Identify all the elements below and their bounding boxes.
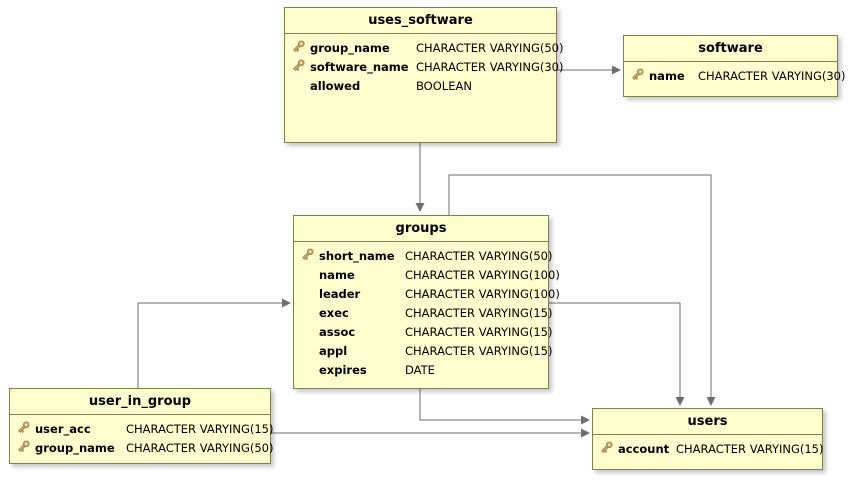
attribute-row: group_name CHARACTER VARYING(50)	[291, 38, 564, 57]
edge-arrowhead-groups-to-users-inner	[675, 397, 685, 406]
entity-software[interactable]: software name CHARACTER VARYING(30)	[623, 35, 846, 97]
attribute-row: name CHARACTER VARYING(30)	[630, 66, 846, 85]
edge-groups-to-users-inner	[549, 302, 681, 399]
attribute-type: CHARACTER VARYING(15)	[405, 305, 553, 320]
attribute-name: assoc	[319, 324, 356, 339]
entity-bottom-padding	[291, 95, 550, 127]
attribute-type: DATE	[405, 362, 435, 377]
attribute-row: exec CHARACTER VARYING(15)	[300, 303, 553, 322]
edge-arrowhead-groups-to-users-outer	[706, 397, 716, 406]
entity-title-users: users	[687, 414, 728, 429]
edge-user_in_group-to-groups	[137, 302, 287, 388]
attribute-key-spacer	[300, 304, 317, 321]
entity-bottom-padding	[300, 379, 542, 387]
entity-title-software: software	[698, 41, 763, 56]
attribute-key-spacer	[300, 361, 317, 378]
attribute-name: group_name	[35, 440, 115, 455]
attribute-type: CHARACTER VARYING(100)	[405, 267, 560, 282]
primary-key-icon	[16, 420, 33, 437]
attribute-row: name CHARACTER VARYING(100)	[300, 265, 560, 284]
primary-key-icon	[300, 247, 317, 264]
attribute-row: software_name CHARACTER VARYING(30)	[291, 57, 564, 76]
attribute-type: CHARACTER VARYING(50)	[405, 248, 553, 263]
attribute-row: short_name CHARACTER VARYING(50)	[300, 246, 553, 265]
attribute-row: leader CHARACTER VARYING(100)	[300, 284, 560, 303]
attribute-key-spacer	[300, 266, 317, 283]
entity-attribute-list: name CHARACTER VARYING(30)	[624, 62, 846, 91]
edge-groups-to-users-lower	[419, 389, 585, 421]
attribute-key-spacer	[300, 323, 317, 340]
attribute-name: allowed	[310, 78, 361, 93]
primary-key-icon	[16, 439, 33, 456]
attribute-name: expires	[319, 362, 367, 377]
attribute-row: group_name CHARACTER VARYING(50)	[16, 438, 274, 457]
attribute-name: account	[618, 441, 670, 456]
entity-header-divider	[10, 414, 270, 415]
attribute-key-spacer	[300, 285, 317, 302]
primary-key-icon	[291, 39, 308, 56]
entity-header-divider	[593, 434, 822, 435]
attribute-row: account CHARACTER VARYING(15)	[599, 439, 824, 458]
attribute-name: user_acc	[35, 421, 91, 436]
attribute-name: name	[649, 68, 685, 83]
attribute-name: name	[319, 267, 355, 282]
attribute-type: CHARACTER VARYING(50)	[126, 440, 274, 455]
attribute-name: exec	[319, 305, 349, 320]
entity-attribute-list: group_name CHARACTER VARYING(50) software_…	[285, 34, 564, 133]
attribute-type: BOOLEAN	[416, 78, 472, 93]
attribute-row: user_acc CHARACTER VARYING(15)	[16, 419, 274, 438]
attribute-type: CHARACTER VARYING(30)	[416, 59, 564, 74]
entity-user_in_group[interactable]: user_in_group user_acc CHARACTER VARYING(1…	[9, 388, 274, 464]
edge-arrowhead-user_in_group-to-groups	[282, 298, 291, 308]
attribute-key-spacer	[300, 342, 317, 359]
entity-title-groups: groups	[395, 221, 447, 236]
attribute-type: CHARACTER VARYING(30)	[698, 68, 846, 83]
entity-attribute-list: user_acc CHARACTER VARYING(15) group_name C…	[10, 415, 274, 463]
primary-key-icon	[291, 58, 308, 75]
entity-title-uses_software: uses_software	[368, 13, 473, 28]
attribute-key-spacer	[291, 77, 308, 94]
entity-attribute-list: account CHARACTER VARYING(15)	[593, 435, 824, 464]
edge-arrowhead-uses_software-to-groups	[415, 203, 425, 212]
entity-header-divider	[285, 33, 556, 34]
edge-arrowhead-uses_software-to-software	[612, 65, 621, 75]
entity-header-divider	[624, 61, 837, 62]
entity-header-divider	[294, 241, 548, 242]
attribute-type: CHARACTER VARYING(15)	[676, 441, 824, 456]
edge-arrowhead-user_in_group-to-users	[581, 428, 590, 438]
entity-users[interactable]: users account CHARACTER VARYING(15)	[592, 408, 824, 470]
attribute-type: CHARACTER VARYING(50)	[416, 40, 564, 55]
attribute-type: CHARACTER VARYING(15)	[405, 343, 553, 358]
attribute-type: CHARACTER VARYING(15)	[405, 324, 553, 339]
primary-key-icon	[599, 440, 616, 457]
attribute-name: short_name	[319, 248, 395, 263]
edge-arrowhead-groups-to-users-lower	[581, 415, 590, 425]
entity-title-user_in_group: user_in_group	[88, 394, 192, 409]
attribute-name: group_name	[310, 40, 390, 55]
attribute-row: allowed BOOLEAN	[291, 76, 550, 95]
attribute-name: appl	[319, 343, 348, 358]
attribute-type: CHARACTER VARYING(15)	[126, 421, 274, 436]
primary-key-icon	[630, 67, 647, 84]
attribute-row: assoc CHARACTER VARYING(15)	[300, 322, 553, 341]
attribute-name: leader	[319, 286, 361, 301]
attribute-type: CHARACTER VARYING(100)	[405, 286, 560, 301]
attribute-row: expires DATE	[300, 360, 542, 379]
attribute-name: software_name	[310, 59, 409, 74]
attribute-row: appl CHARACTER VARYING(15)	[300, 341, 553, 360]
